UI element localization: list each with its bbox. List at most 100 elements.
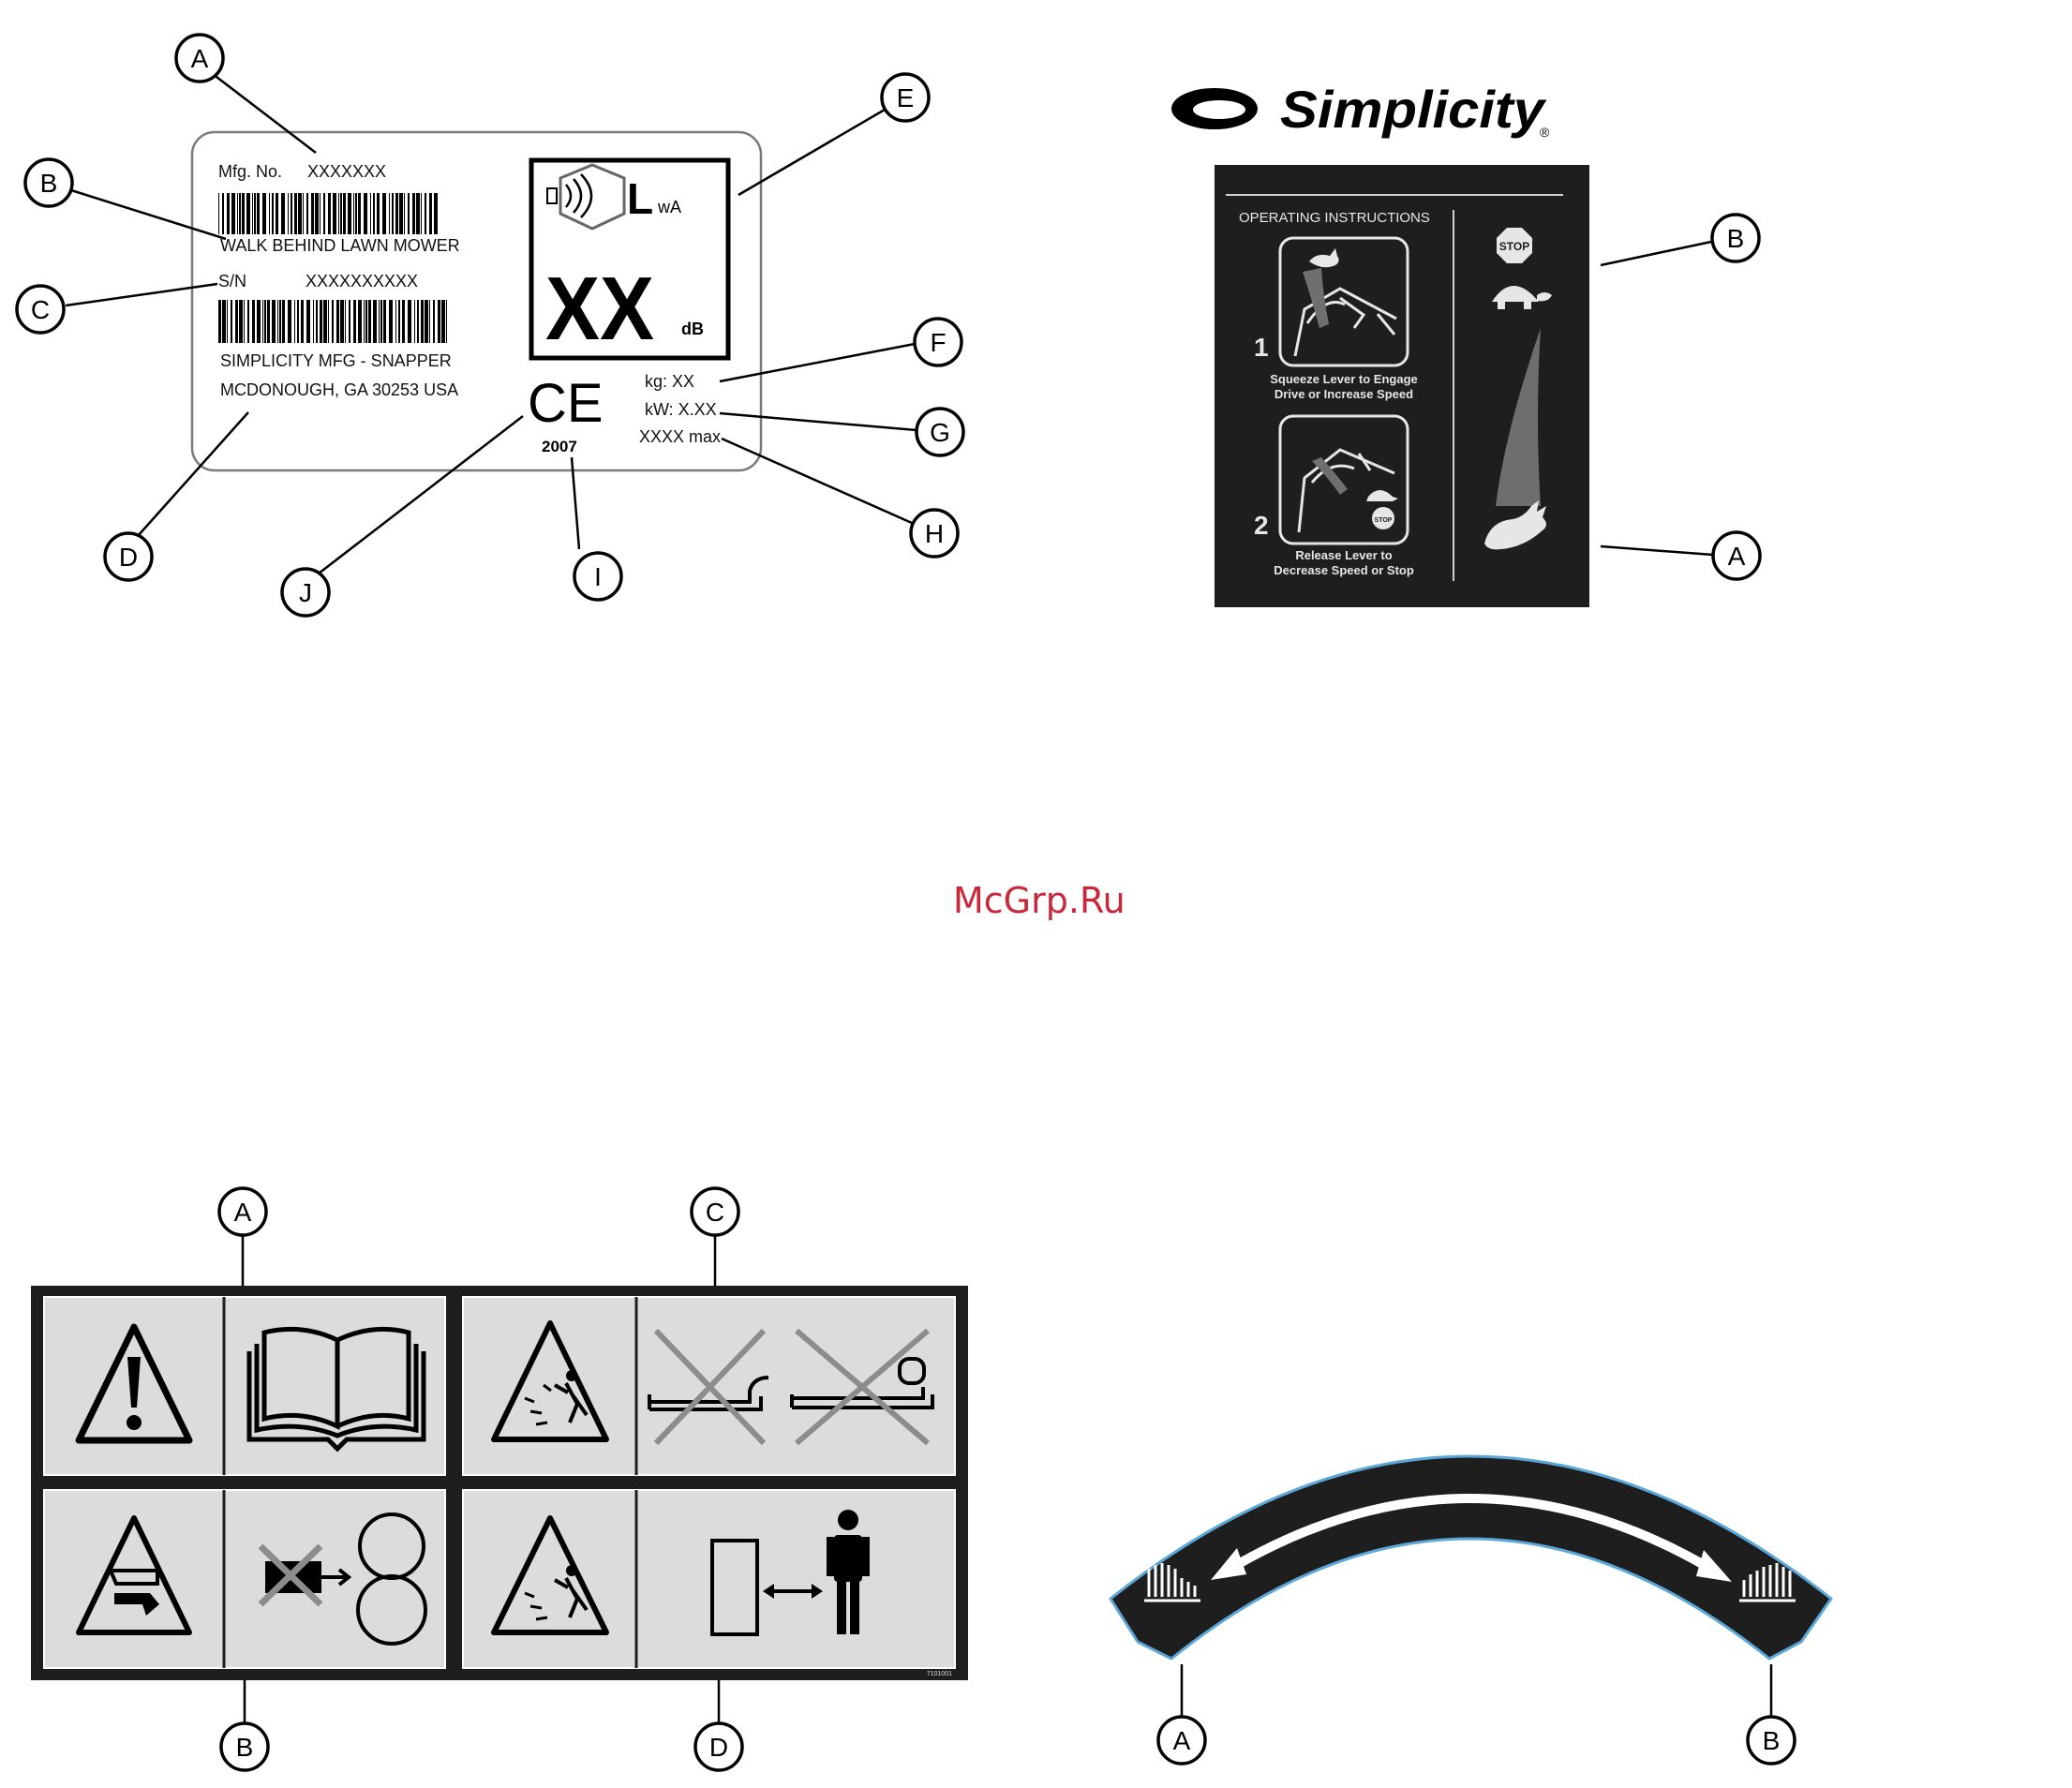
speed-wedge-icon bbox=[1496, 328, 1541, 506]
stop-small-text: STOP bbox=[1375, 517, 1393, 524]
model-text: WALK BEHIND LAWN MOWER bbox=[220, 236, 460, 255]
thrown-object-warning-2-icon bbox=[491, 1515, 609, 1635]
stop-small-icon bbox=[1372, 507, 1394, 529]
callout-d: D bbox=[103, 531, 154, 582]
step1-text-1: Squeeze Lever to Engage bbox=[1270, 372, 1418, 386]
step1-number: 1 bbox=[1254, 333, 1269, 362]
step2-text-1: Release Lever to bbox=[1295, 548, 1392, 562]
svg-text:A: A bbox=[1728, 542, 1746, 571]
stop-sign-icon bbox=[1497, 228, 1532, 263]
sn-value: XXXXXXXXXX bbox=[306, 272, 418, 291]
address-line-2: MCDONOUGH, GA 30253 USA bbox=[220, 380, 458, 399]
svg-text:A: A bbox=[234, 1198, 252, 1227]
thrown-object-warning-icon bbox=[491, 1320, 609, 1442]
year-text: 2007 bbox=[542, 438, 577, 455]
svg-text:H: H bbox=[925, 519, 944, 548]
svg-text:F: F bbox=[930, 328, 946, 357]
manual-book-icon bbox=[246, 1326, 426, 1453]
speed-wedge-small-icon bbox=[1303, 268, 1329, 328]
grass-short-icon bbox=[1144, 1563, 1200, 1602]
svg-text:A: A bbox=[191, 44, 209, 73]
svg-text:D: D bbox=[119, 543, 138, 572]
callout-leaders bbox=[65, 73, 917, 574]
svg-text:B: B bbox=[236, 1733, 254, 1762]
speed-wedge-small-2-icon bbox=[1312, 457, 1348, 495]
weight-text: kg: XX bbox=[645, 372, 694, 391]
registered-mark: ® bbox=[1540, 125, 1550, 140]
step1-text-2: Drive or Increase Speed bbox=[1275, 387, 1413, 401]
callout-e: E bbox=[880, 72, 931, 123]
height-decal: A B bbox=[1109, 1454, 1833, 1766]
barcode-1 bbox=[218, 193, 438, 234]
callout-j: J bbox=[280, 567, 331, 618]
svg-text:I: I bbox=[594, 562, 602, 591]
decal-leaders bbox=[1600, 240, 1714, 557]
safety-decal: 7101001 A C B D bbox=[31, 1186, 968, 1772]
callout-safety-d: D bbox=[693, 1721, 744, 1772]
rabbit-small-icon bbox=[1309, 248, 1339, 268]
arc-band bbox=[1109, 1454, 1833, 1661]
stop-sign-text: STOP bbox=[1499, 240, 1529, 253]
safety-leaders bbox=[241, 1235, 721, 1724]
height-leaders bbox=[1180, 1664, 1773, 1717]
double-arrow-icon bbox=[1211, 1494, 1732, 1582]
watermark-text: McGrp.Ru bbox=[953, 880, 1125, 921]
svg-text:B: B bbox=[1727, 224, 1745, 253]
decal-title: OPERATING INSTRUCTIONS bbox=[1239, 210, 1430, 226]
callout-g: G bbox=[915, 407, 965, 457]
no-deflector-crossed-icon bbox=[648, 1328, 769, 1446]
callout-decal-a: A bbox=[1711, 530, 1762, 581]
callout-b: B bbox=[23, 157, 74, 208]
step2-number: 2 bbox=[1254, 511, 1269, 540]
callout-a: A bbox=[174, 33, 225, 83]
step2-text-2: Decrease Speed or Stop bbox=[1274, 563, 1414, 577]
callout-safety-a: A bbox=[217, 1186, 268, 1237]
hand-foot-cut-warning-icon bbox=[76, 1515, 192, 1635]
turtle-small-icon bbox=[1366, 490, 1398, 501]
svg-text:C: C bbox=[706, 1198, 724, 1227]
callout-safety-b: B bbox=[219, 1721, 270, 1772]
callout-decal-b: B bbox=[1710, 213, 1761, 263]
callout-f: F bbox=[913, 317, 963, 367]
decal-part-number: 7101001 bbox=[927, 1671, 952, 1677]
mfg-value: XXXXXXX bbox=[307, 162, 386, 181]
rpm-text: XXXX max bbox=[639, 427, 721, 446]
noise-unit: dB bbox=[681, 320, 704, 338]
svg-text:J: J bbox=[299, 578, 312, 607]
callout-i: I bbox=[573, 551, 623, 602]
operating-decal: Simplicity ® OPERATING INSTRUCTIONS 1 Sq… bbox=[1171, 80, 1762, 607]
no-mower-crossed-icon bbox=[258, 1512, 427, 1646]
sn-label: S/N bbox=[218, 272, 246, 291]
warning-exclamation-icon bbox=[75, 1323, 193, 1444]
svg-text:A: A bbox=[1173, 1726, 1191, 1755]
sound-speaker-icon bbox=[546, 163, 626, 231]
callout-c: C bbox=[15, 284, 66, 335]
svg-text:B: B bbox=[1763, 1726, 1781, 1755]
noise-value: XX bbox=[545, 259, 654, 359]
rabbit-icon bbox=[1484, 500, 1546, 550]
mfg-label: Mfg. No. bbox=[218, 162, 282, 181]
person-icon bbox=[827, 1510, 870, 1634]
svg-text:B: B bbox=[40, 169, 58, 198]
keep-distance-icon bbox=[710, 1539, 823, 1636]
lwa-sub: wA bbox=[657, 198, 681, 216]
address-line-1: SIMPLICITY MFG - SNAPPER bbox=[220, 351, 452, 370]
svg-text:G: G bbox=[930, 418, 950, 447]
svg-text:D: D bbox=[709, 1733, 728, 1762]
callout-height-a: A bbox=[1156, 1715, 1207, 1766]
barcode-2 bbox=[218, 300, 447, 343]
ce-mark: CE bbox=[528, 373, 604, 434]
callout-h: H bbox=[909, 508, 960, 559]
grass-tall-icon bbox=[1739, 1563, 1796, 1602]
brand-name: Simplicity bbox=[1280, 80, 1547, 139]
callout-height-b: B bbox=[1746, 1715, 1796, 1766]
svg-text:E: E bbox=[897, 83, 915, 112]
rating-plate: Mfg. No. XXXXXXX WALK BEHIND LAWN MOWER … bbox=[15, 33, 965, 618]
turtle-icon bbox=[1492, 286, 1552, 309]
svg-text:C: C bbox=[31, 295, 50, 324]
callout-safety-c: C bbox=[690, 1186, 740, 1237]
no-bag-crossed-icon bbox=[790, 1328, 934, 1446]
lwa-letter: L bbox=[627, 174, 653, 223]
simplicity-logo: Simplicity ® bbox=[1171, 80, 1550, 140]
